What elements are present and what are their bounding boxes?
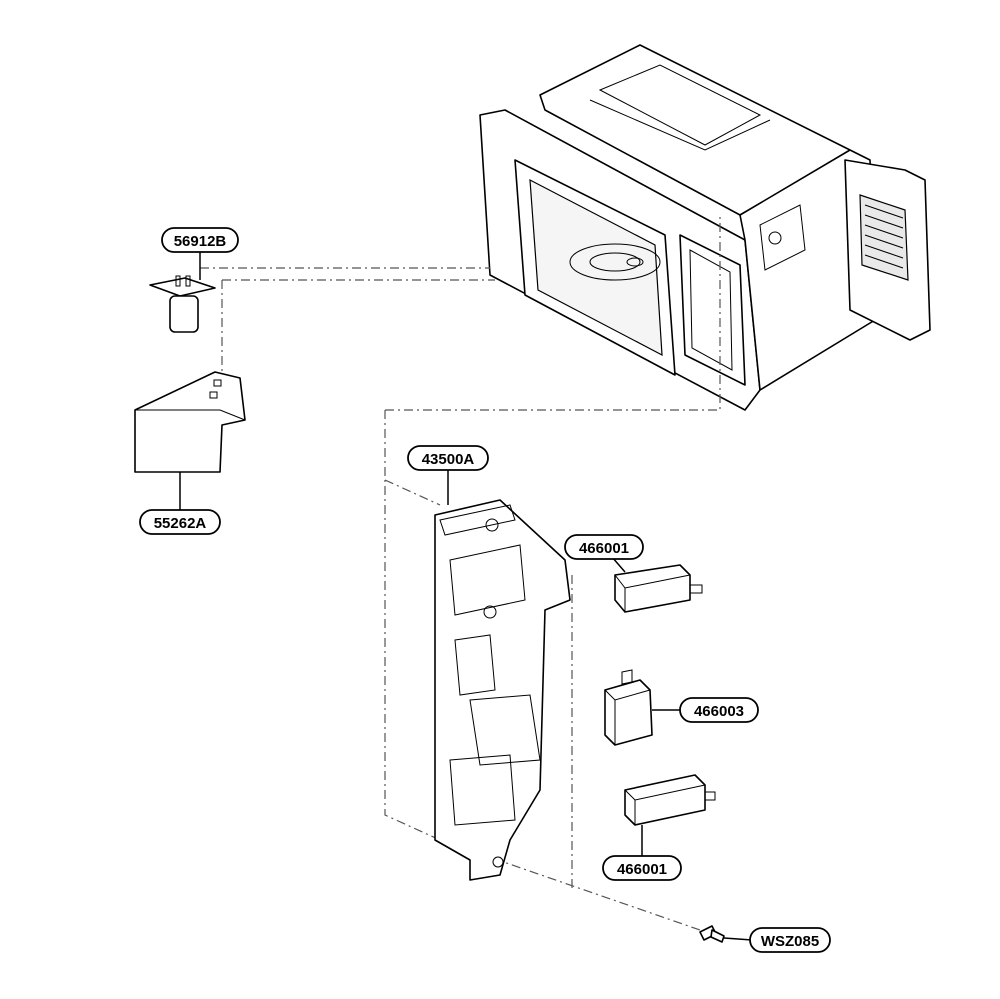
bracket-part — [134, 371, 246, 512]
screw-part — [699, 925, 753, 943]
lamp-part — [149, 250, 216, 333]
callout-43500A[interactable]: 43500A — [407, 445, 489, 471]
part-number-466001-top: 466001 — [579, 540, 629, 557]
switch-bottom-part — [624, 774, 716, 858]
callout-55262A[interactable]: 55262A — [139, 509, 221, 535]
switch-top-part — [611, 556, 703, 613]
callout-WSZ085[interactable]: WSZ085 — [749, 927, 831, 953]
callout-466001-top[interactable]: 466001 — [564, 534, 644, 560]
callout-466003[interactable]: 466003 — [679, 697, 759, 723]
callout-56912B[interactable]: 56912B — [161, 227, 239, 253]
part-number-466001-bottom: 466001 — [617, 861, 667, 878]
latch-board-part — [434, 470, 571, 881]
part-number-WSZ085: WSZ085 — [761, 933, 819, 950]
microwave-chassis — [479, 44, 931, 411]
switch-middle-part — [604, 669, 682, 746]
part-number-55262A: 55262A — [154, 515, 207, 532]
callout-466001-bottom[interactable]: 466001 — [602, 855, 682, 881]
part-number-43500A: 43500A — [422, 451, 475, 468]
part-number-466003: 466003 — [694, 703, 744, 720]
part-number-56912B: 56912B — [174, 233, 227, 250]
